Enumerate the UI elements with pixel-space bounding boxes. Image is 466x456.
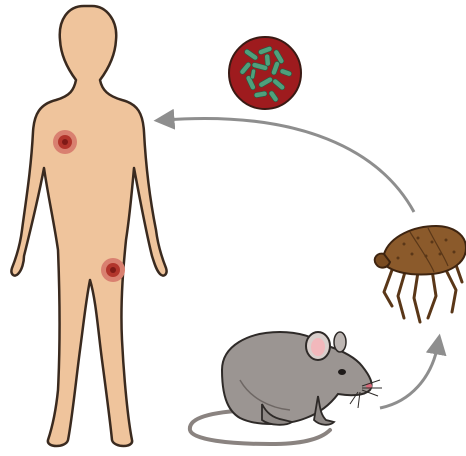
rat-body [222, 332, 372, 424]
bacteria-culture-icon [229, 37, 301, 109]
rat-eye [338, 369, 346, 375]
rat-ear [306, 332, 330, 360]
bubo-lesion-shoulder [53, 130, 77, 154]
arrow-flea-to-human [164, 118, 414, 212]
flea-body [384, 226, 466, 275]
rat-icon [190, 332, 382, 444]
flea-icon [375, 226, 466, 322]
human-silhouette-icon [11, 6, 166, 446]
arrow-rat-to-flea [380, 344, 438, 408]
human-body [11, 6, 166, 446]
bubo-lesion-groin [101, 258, 125, 282]
